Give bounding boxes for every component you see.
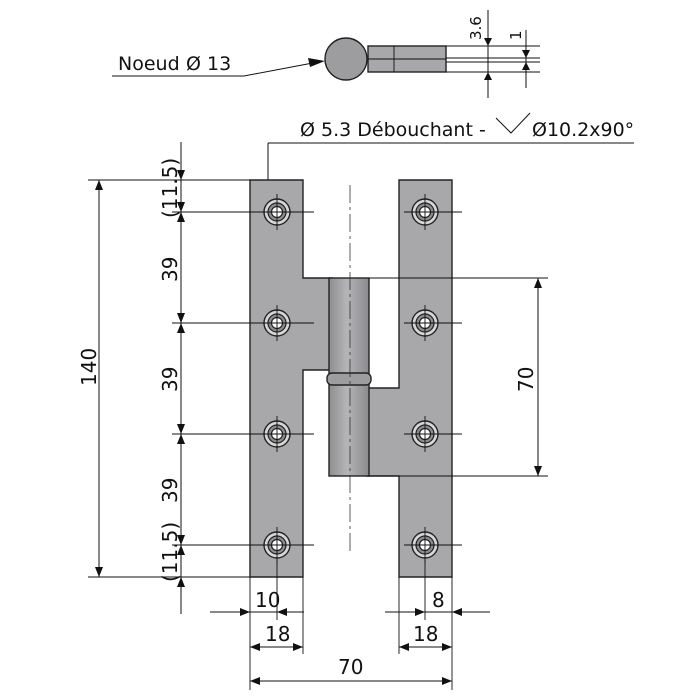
dim-right-leaf-width: 18 xyxy=(413,622,438,646)
dim-left-leaf-width: 18 xyxy=(265,622,290,646)
top-view: 3.6 1 xyxy=(324,10,540,98)
dim-pitch-1: 39 xyxy=(158,257,182,282)
hole-callout-text: Ø 5.3 Débouchant - xyxy=(300,119,486,141)
dim-edge-top: (11.5) xyxy=(158,158,182,218)
bottom-dimensions: 10 18 8 18 70 xyxy=(210,560,490,690)
dim-left-hole-offset: 10 xyxy=(255,588,280,612)
front-view xyxy=(249,179,462,578)
dim-top-thickness: 3.6 xyxy=(467,16,485,40)
hole-callout: Ø 5.3 Débouchant - Ø10.2x90° xyxy=(264,112,634,200)
knuckle-label: Noeud xyxy=(118,53,180,75)
top-view-knuckle xyxy=(324,37,368,81)
left-leaf xyxy=(249,179,333,578)
dim-knuckle-height: 70 xyxy=(514,367,538,392)
countersink-symbol xyxy=(495,112,531,134)
dim-right-hole-offset: 8 xyxy=(432,588,445,612)
dim-pitch-3: 39 xyxy=(158,478,182,503)
countersink-text: Ø10.2x90° xyxy=(532,119,634,141)
dim-leaf-thickness: 1 xyxy=(507,30,525,40)
right-dimensions: 70 xyxy=(369,277,548,477)
left-dimensions: 140 (11.5) 39 39 39 (11.5) xyxy=(77,142,262,614)
dim-pitch-2: 39 xyxy=(158,367,182,392)
dim-overall-height: 140 xyxy=(77,348,101,386)
knuckle-diameter: Ø 13 xyxy=(186,53,231,75)
dim-edge-bottom: (11.5) xyxy=(158,522,182,582)
knuckle-ring xyxy=(326,372,372,386)
knuckle-callout: Noeud Ø 13 xyxy=(112,53,325,77)
dim-overall-width: 70 xyxy=(338,655,363,679)
right-leaf xyxy=(366,179,453,578)
